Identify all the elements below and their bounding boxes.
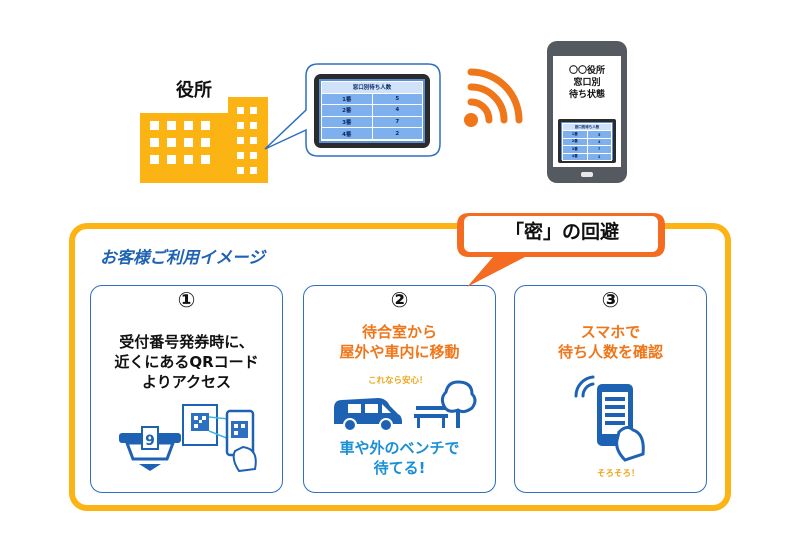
ticket-qr-illustration: 9 — [113, 401, 263, 476]
step-number: ① — [91, 288, 282, 312]
step-description: 待合室から 屋外や車内に移動 — [304, 322, 495, 362]
step-subtext: 車や外のベンチで 待てる! — [304, 438, 495, 478]
qr-code-icon — [183, 405, 217, 445]
step-number: ② — [304, 288, 495, 312]
car-bench-illustration — [328, 378, 478, 438]
phone-hand-icon — [571, 374, 661, 464]
step-description: 受付番号発券時に、 近くにあるQRコード よりアクセス — [91, 332, 282, 392]
svg-text:9: 9 — [145, 433, 155, 449]
step-card-1: ① 受付番号発券時に、 近くにあるQRコード よりアクセス 9 — [90, 285, 283, 493]
step-card-2: ② 待合室から 屋外や車内に移動 これなら安心！ 車や外のベンチで 待てる! — [303, 285, 496, 493]
tree-icon — [442, 382, 475, 428]
building-icon — [140, 97, 268, 183]
step-number: ③ — [515, 288, 706, 312]
phone-title: 〇〇役所 窓口別 待ち状態 — [553, 65, 621, 101]
step-description: スマホで 待ち人数を確認 — [515, 322, 706, 362]
frame-title: お客様ご利用イメージ — [100, 244, 265, 268]
board-header: 窓口別待ち人数 — [322, 82, 423, 94]
callout-text: 「密」の回避 — [464, 216, 660, 248]
soon-note: そろそろ！ — [597, 467, 640, 479]
home-button — [581, 172, 593, 177]
ticket-machine-icon: 9 — [119, 427, 181, 471]
step-card-3: ③ スマホで 待ち人数を確認 そろそろ！ — [514, 285, 707, 493]
car-icon — [334, 398, 402, 431]
bench-icon — [414, 406, 448, 428]
wifi-icon — [459, 66, 527, 134]
